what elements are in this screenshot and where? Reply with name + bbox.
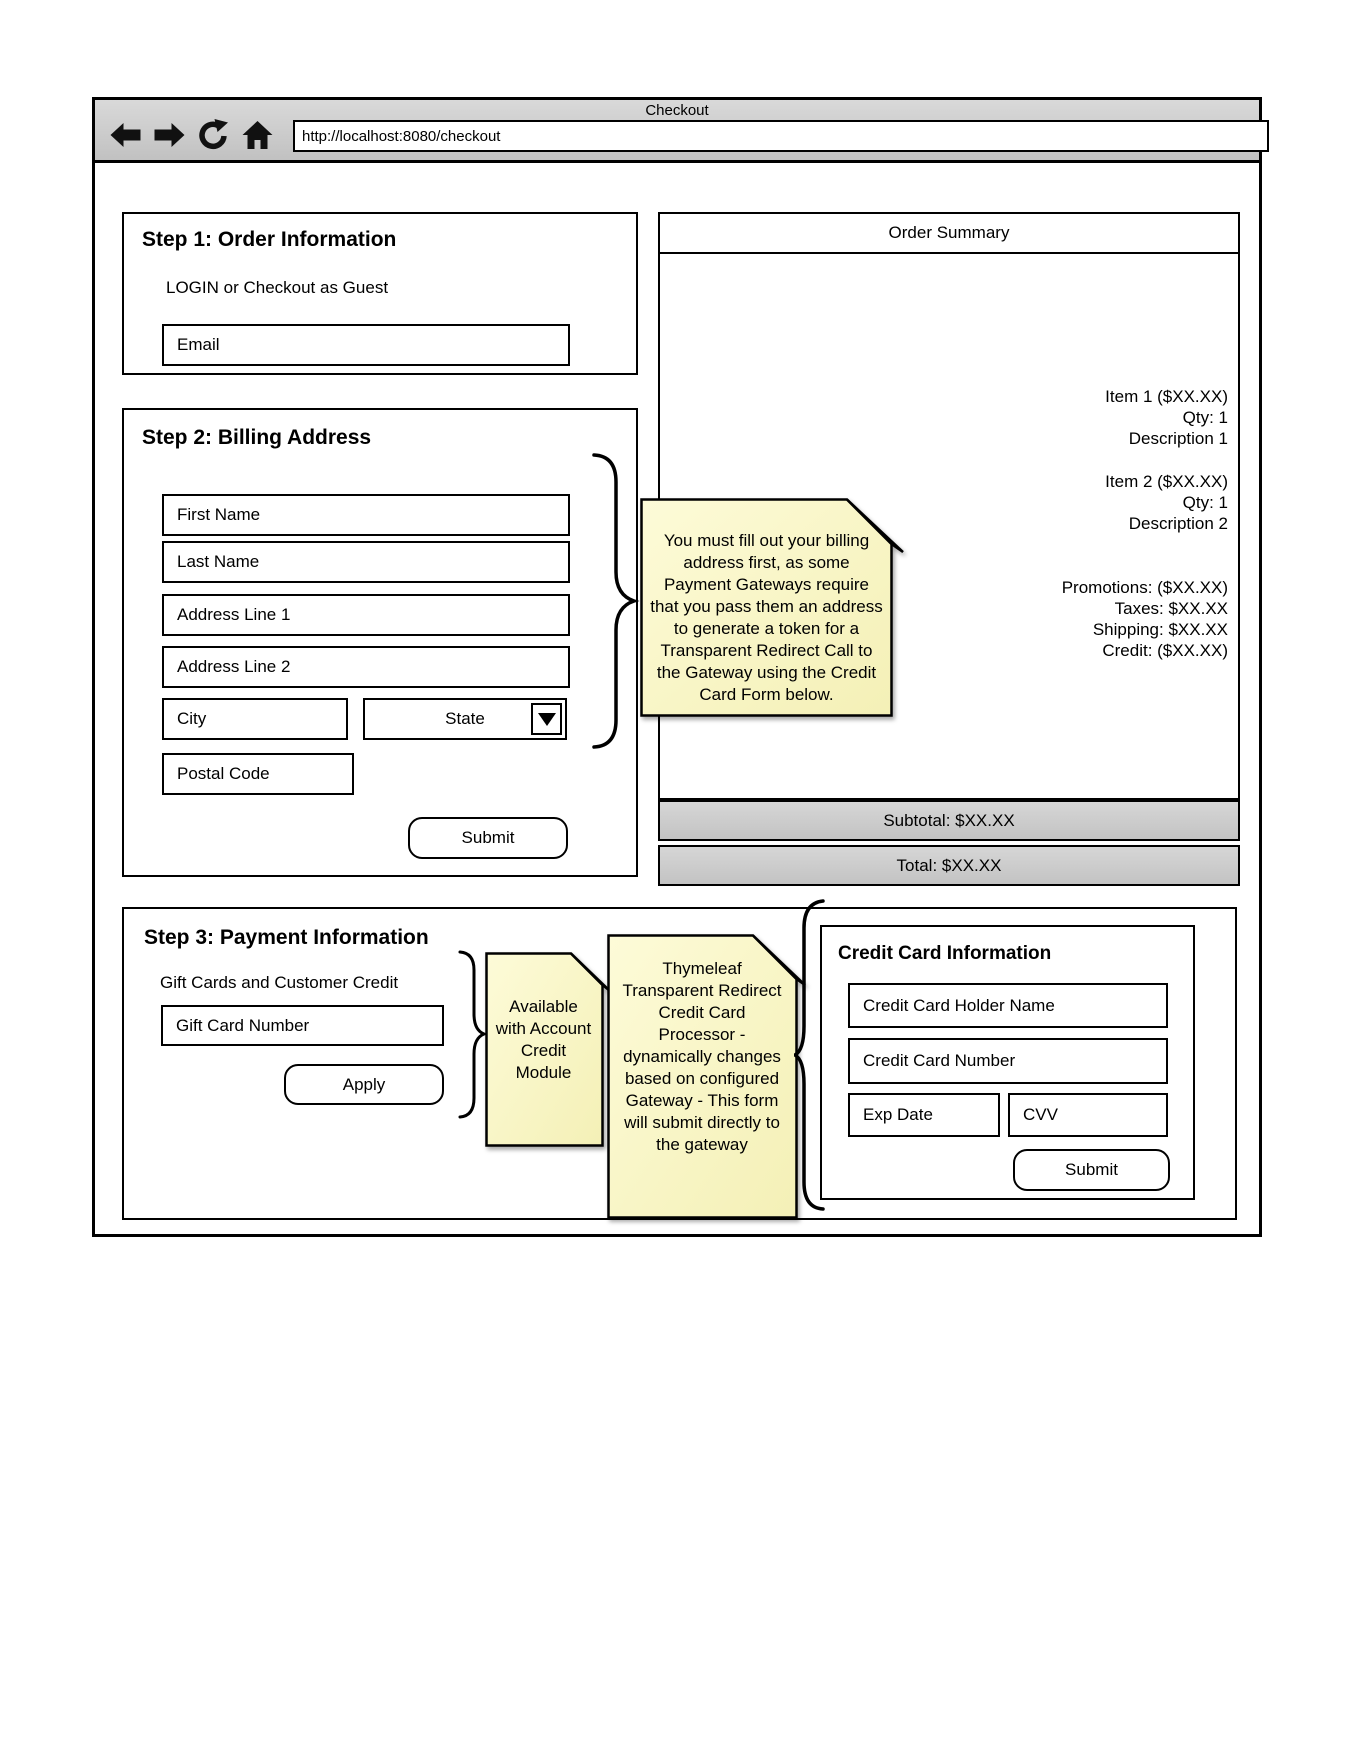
gift-card-number-field[interactable] — [161, 1005, 444, 1046]
item-name: Item 2 ($XX.XX) — [1105, 472, 1228, 491]
account-credit-brace — [458, 950, 486, 1119]
note-fold-icon — [846, 498, 904, 554]
credit-card-heading: Credit Card Information — [838, 943, 1052, 964]
chevron-down-icon[interactable] — [531, 703, 562, 735]
refresh-icon[interactable] — [197, 119, 230, 151]
address-line1-field[interactable] — [162, 594, 570, 636]
account-credit-note-text: Available with Account Credit Module — [495, 997, 592, 1082]
state-select-label: State — [445, 709, 485, 728]
browser-nav — [109, 119, 274, 151]
item-desc: Description 1 — [1128, 429, 1228, 448]
order-summary-lines: Item 1 ($XX.XX) Qty: 1 Description 1 Ite… — [1062, 386, 1228, 661]
billing-submit-button[interactable]: Submit — [408, 817, 568, 859]
item-qty: Qty: 1 — [1182, 493, 1228, 512]
exp-date-field[interactable] — [848, 1093, 1000, 1137]
taxes-line: Taxes: $XX.XX — [1114, 599, 1228, 618]
credit-line: Credit: ($XX.XX) — [1102, 641, 1228, 660]
item-qty: Qty: 1 — [1182, 408, 1228, 427]
gift-cards-label: Gift Cards and Customer Credit — [160, 973, 399, 992]
last-name-field[interactable] — [162, 541, 570, 583]
gateway-note: Thymeleaf Transparent Redirect Credit Ca… — [607, 934, 807, 1219]
back-icon[interactable] — [109, 119, 142, 151]
state-select[interactable]: State — [363, 698, 567, 740]
payment-submit-button[interactable]: Submit — [1013, 1149, 1170, 1191]
billing-note-text: You must fill out your billing address f… — [650, 531, 883, 704]
order-summary-title: Order Summary — [660, 214, 1238, 254]
billing-note: You must fill out your billing address f… — [640, 498, 907, 717]
browser-chrome: Checkout — [95, 100, 1269, 163]
step2-heading: Step 2: Billing Address — [142, 426, 372, 449]
note-paper — [485, 952, 611, 1147]
promotions-line: Promotions: ($XX.XX) — [1061, 578, 1228, 597]
postal-code-field[interactable] — [162, 753, 354, 795]
note-paper — [607, 934, 806, 1219]
step3-heading: Step 3: Payment Information — [144, 926, 429, 949]
credit-card-information-panel: Credit Card Information Submit — [820, 925, 1195, 1200]
note-fold-icon — [570, 952, 611, 992]
cvv-field[interactable] — [1008, 1093, 1168, 1137]
city-field[interactable] — [162, 698, 348, 740]
window-title: Checkout — [645, 102, 709, 119]
note-paper — [640, 498, 904, 717]
total-bar: Total: $XX.XX — [658, 845, 1240, 886]
home-icon[interactable] — [241, 119, 274, 151]
forward-icon[interactable] — [153, 119, 186, 151]
step2-billing-address-panel: Step 2: Billing Address State Submit — [122, 408, 638, 877]
card-holder-name-field[interactable] — [848, 983, 1168, 1028]
billing-note-brace — [592, 453, 640, 749]
url-bar[interactable] — [293, 120, 1269, 152]
step1-heading: Step 1: Order Information — [142, 228, 397, 251]
address-line2-field[interactable] — [162, 646, 570, 688]
credit-card-brace — [794, 899, 825, 1211]
item-desc: Description 2 — [1128, 514, 1228, 533]
gateway-note-text: Thymeleaf Transparent Redirect Credit Ca… — [622, 959, 782, 1154]
first-name-field[interactable] — [162, 494, 570, 536]
email-field[interactable] — [162, 324, 570, 366]
item-name: Item 1 ($XX.XX) — [1105, 387, 1228, 406]
card-number-field[interactable] — [848, 1038, 1168, 1084]
step1-order-information-panel: Step 1: Order Information LOGIN or Check… — [122, 212, 638, 375]
account-credit-note: Available with Account Credit Module — [485, 952, 611, 1147]
shipping-line: Shipping: $XX.XX — [1092, 620, 1228, 639]
login-or-guest-label: LOGIN or Checkout as Guest — [166, 278, 389, 297]
note-fold-icon — [752, 934, 806, 987]
subtotal-bar: Subtotal: $XX.XX — [658, 800, 1240, 841]
apply-gift-card-button[interactable]: Apply — [284, 1064, 444, 1105]
